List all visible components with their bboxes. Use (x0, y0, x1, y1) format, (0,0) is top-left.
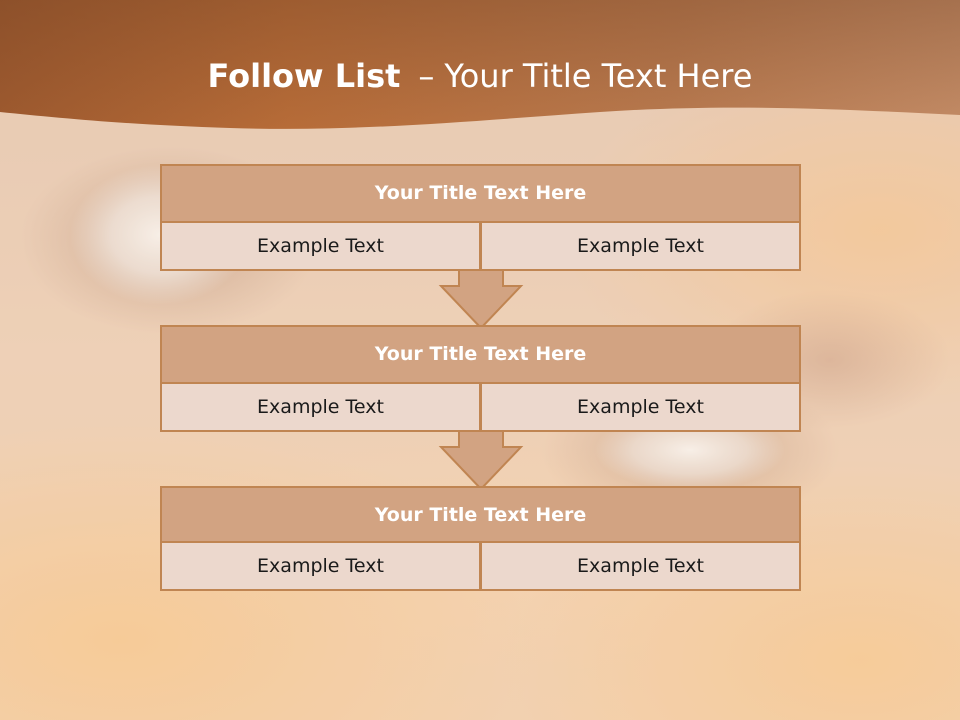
step-title: Your Title Text Here (160, 164, 801, 223)
title-rest: Your Title Text Here (444, 57, 753, 95)
step-title: Your Title Text Here (160, 486, 801, 545)
step-cell-left: Example Text (160, 221, 481, 271)
header-band (0, 0, 960, 129)
step-title: Your Title Text Here (160, 325, 801, 384)
down-arrow-icon (438, 430, 524, 491)
step-cell-left: Example Text (160, 541, 481, 591)
down-arrow-icon (438, 269, 524, 330)
step-cell-right: Example Text (480, 221, 801, 271)
slide-title: Follow List–Your Title Text Here (0, 52, 960, 100)
step-cell-right: Example Text (480, 382, 801, 432)
step-cell-left: Example Text (160, 382, 481, 432)
title-bold: Follow List (207, 57, 401, 95)
step-cell-right: Example Text (480, 541, 801, 591)
title-separator: – (418, 57, 435, 95)
